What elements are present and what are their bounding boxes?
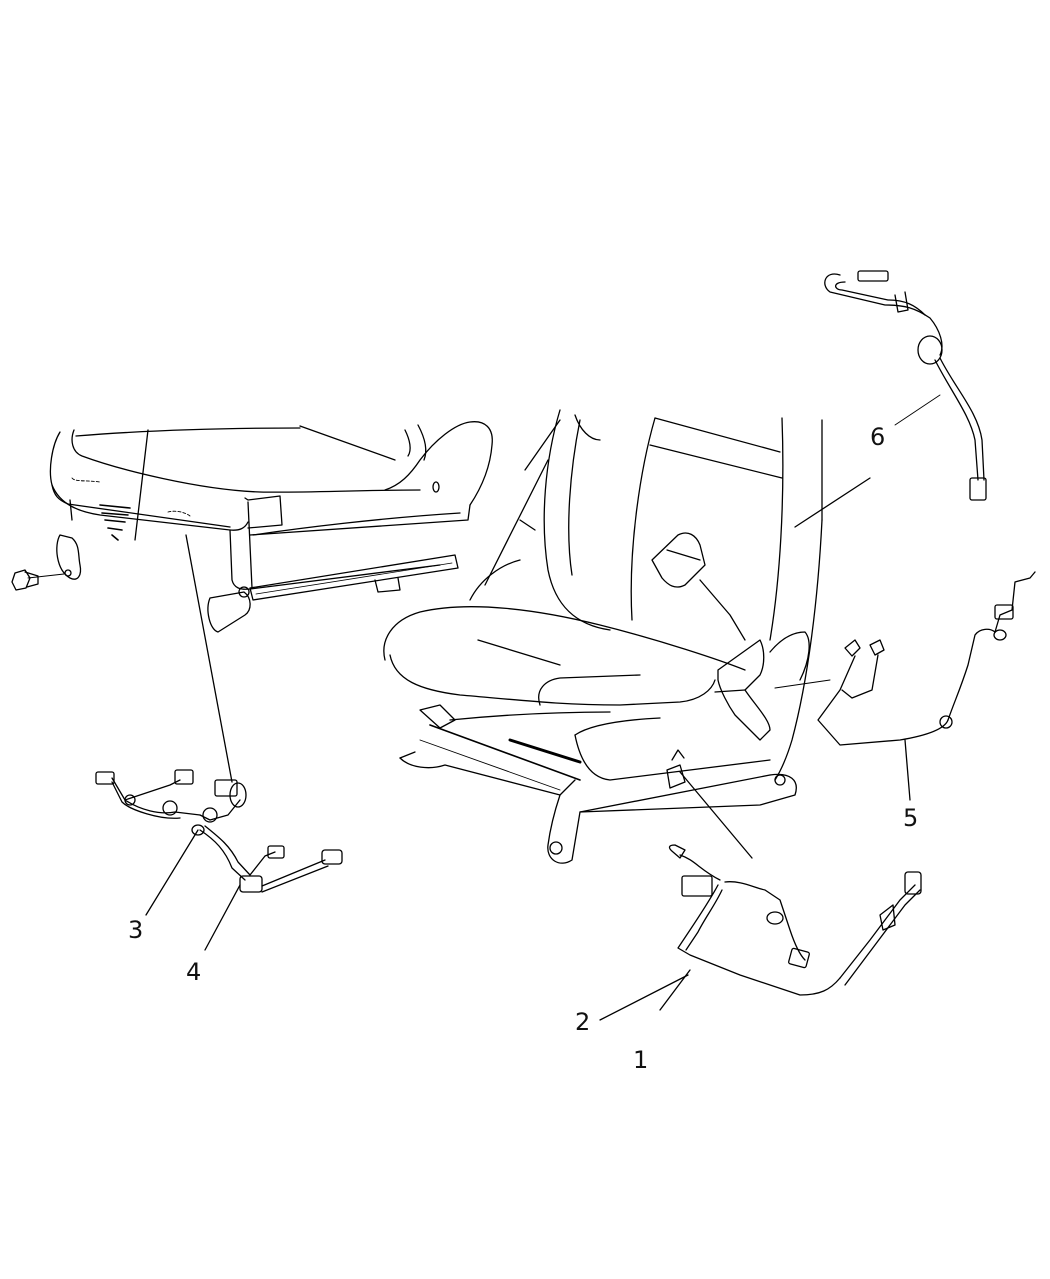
harness-6 (825, 271, 986, 500)
harness-3-4 (96, 770, 342, 950)
rear-seat-cushion (12, 422, 492, 782)
callout-6: 6 (870, 423, 886, 451)
front-seat (384, 410, 870, 863)
harness-5 (818, 572, 1035, 800)
callout-1: 1 (633, 1046, 649, 1074)
callout-2: 2 (575, 1008, 591, 1036)
callout-5: 5 (903, 804, 919, 832)
callout-3: 3 (128, 916, 144, 944)
harness-1-2 (600, 845, 921, 1020)
callout-4: 4 (186, 958, 202, 986)
